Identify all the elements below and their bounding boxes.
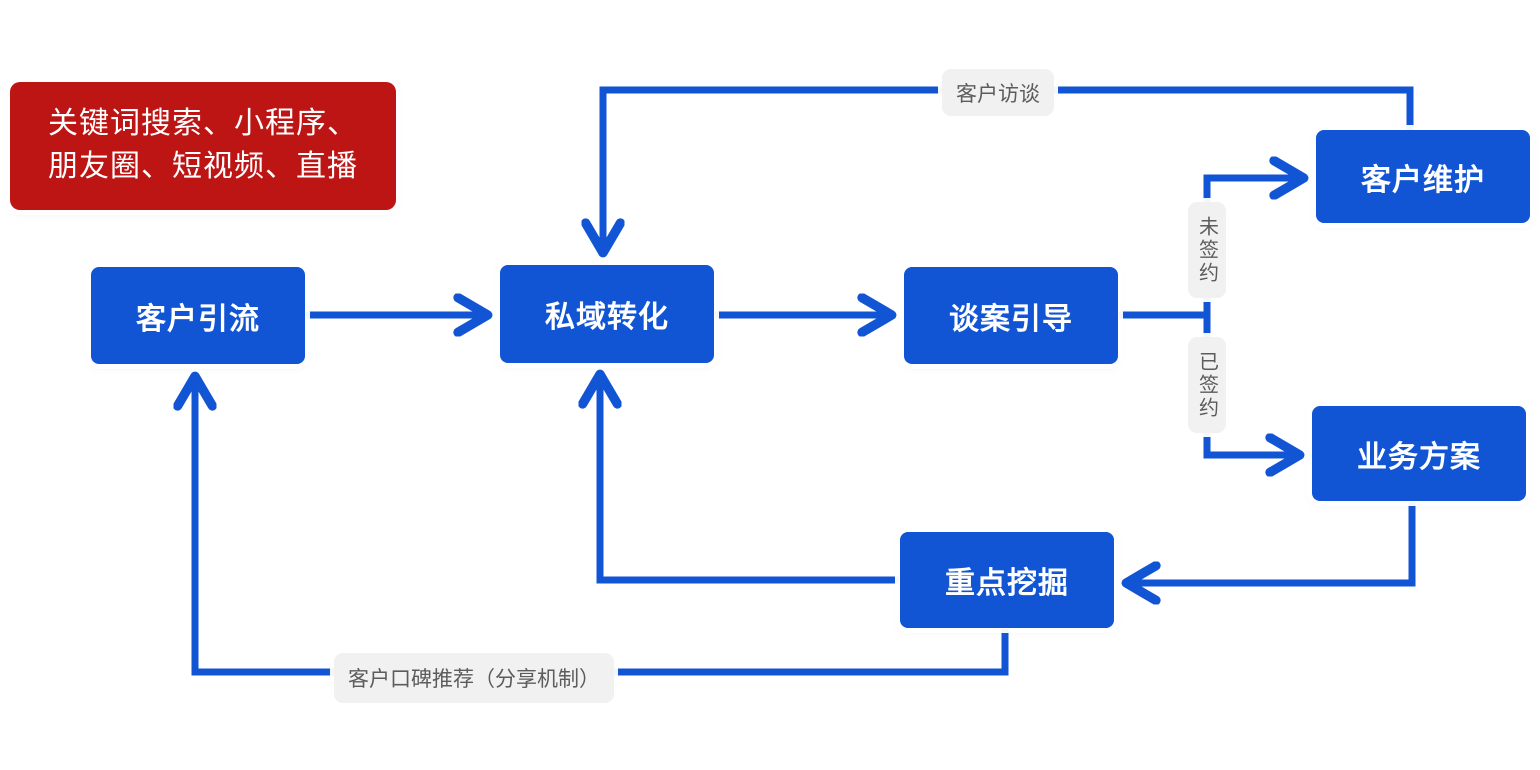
edge-label-referral: 客户口碑推荐（分享机制） <box>334 653 614 703</box>
node-dig[interactable]: 重点挖掘 <box>900 532 1114 628</box>
node-proposal[interactable]: 业务方案 <box>1312 406 1526 501</box>
edge-label-signed: 已签约 <box>1188 337 1226 433</box>
edge-label-unsigned: 未签约 <box>1188 202 1226 298</box>
node-source-channels[interactable]: 关键词搜索、小程序、 朋友圈、短视频、直播 <box>10 82 396 210</box>
connector-dig-to-convert <box>600 375 899 584</box>
edge-label-interview: 客户访谈 <box>942 69 1054 116</box>
node-pitch[interactable]: 谈案引导 <box>904 267 1118 364</box>
source-line-1: 关键词搜索、小程序、 <box>48 107 358 141</box>
node-maintain[interactable]: 客户维护 <box>1316 130 1530 223</box>
node-convert[interactable]: 私域转化 <box>500 265 714 363</box>
source-line-2: 朋友圈、短视频、直播 <box>48 150 358 183</box>
node-attract[interactable]: 客户引流 <box>91 267 305 364</box>
connector-proposal-to-dig <box>1127 502 1416 583</box>
